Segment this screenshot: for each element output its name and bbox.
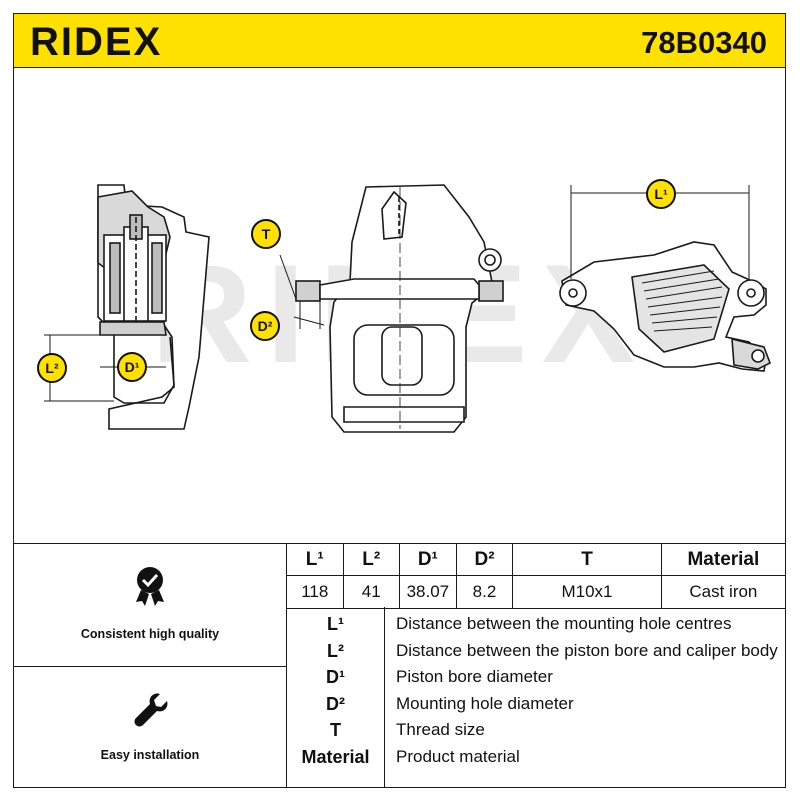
definition-row: Material Product material [287,744,787,770]
spec-header-l1: L¹ [286,543,344,576]
callout-l2: L² [37,353,67,383]
definition-text: Product material [396,746,520,766]
definitions-panel: L¹ Distance between the mounting hole cen… [286,607,786,788]
definition-text: Piston bore diameter [396,667,553,686]
spec-header-d1: D¹ [398,543,457,576]
feature-quality: Consistent high quality [14,544,286,667]
definitions-divider [384,607,385,787]
spec-header-t: T [512,543,662,576]
specs-header-row: L¹ L² D¹ D² T Material [286,543,787,576]
caliper-drawings: RIDEX [44,184,772,433]
spec-value-l2: 41 [342,575,400,609]
spec-value-l1: 118 [286,575,344,609]
callout-d1: D¹ [117,352,147,382]
part-number: 78B0340 [641,25,767,60]
specs-value-row: 118 41 38.07 8.2 M10x1 Cast iron [286,575,787,609]
callout-t: T [251,219,281,249]
definition-row: T Thread size [287,717,787,743]
definition-text: Distance between the piston bore and cal… [396,640,778,660]
spec-value-d2: 8.2 [455,575,514,609]
definition-abbr: Material [301,746,370,767]
spec-value-material: Cast iron [660,575,787,609]
feature-installation: Easy installation [14,666,286,788]
spec-value-d1: 38.07 [398,575,457,609]
definition-row: D¹ Piston bore diameter [287,664,787,690]
technical-drawing: RIDEX [13,67,786,544]
feature-panel: Consistent high quality Easy installatio… [13,543,286,788]
definition-text: Distance between the mounting hole centr… [396,614,732,633]
definition-text: Mounting hole diameter [396,693,574,713]
caliper-front-view [295,184,504,433]
spec-value-t: M10x1 [512,575,662,609]
definition-abbr: L² [327,640,344,661]
definition-abbr: D² [326,693,345,714]
definition-row: L¹ Distance between the mounting hole cen… [287,611,787,637]
spec-header-material: Material [660,543,787,576]
info-section: Consistent high quality Easy installatio… [13,543,787,788]
spec-header-d2: D² [455,543,514,576]
definition-abbr: T [330,720,341,740]
definition-abbr: D¹ [326,667,345,687]
definition-row: D² Mounting hole diameter [287,691,787,717]
definition-text: Thread size [396,720,485,739]
callout-l1: L¹ [646,179,676,209]
quality-badge-icon [136,567,164,606]
definition-row: L² Distance between the piston bore and c… [287,638,787,664]
wrench-icon [134,693,168,727]
brand-logo: RIDEX [30,20,163,64]
caliper-perspective-view [559,241,772,372]
header-bar: RIDEX 78B0340 [13,13,786,68]
feature-installation-label: Easy installation [100,748,200,762]
feature-quality-label: Consistent high quality [80,627,220,641]
callout-d2: D² [250,311,280,341]
dimension-lines-center [279,254,325,329]
spec-header-l2: L² [342,543,400,576]
definition-abbr: L¹ [327,614,344,634]
caliper-side-section [97,184,210,430]
specs-table: L¹ L² D¹ D² T Material 118 41 38.07 8.2 … [286,543,787,609]
